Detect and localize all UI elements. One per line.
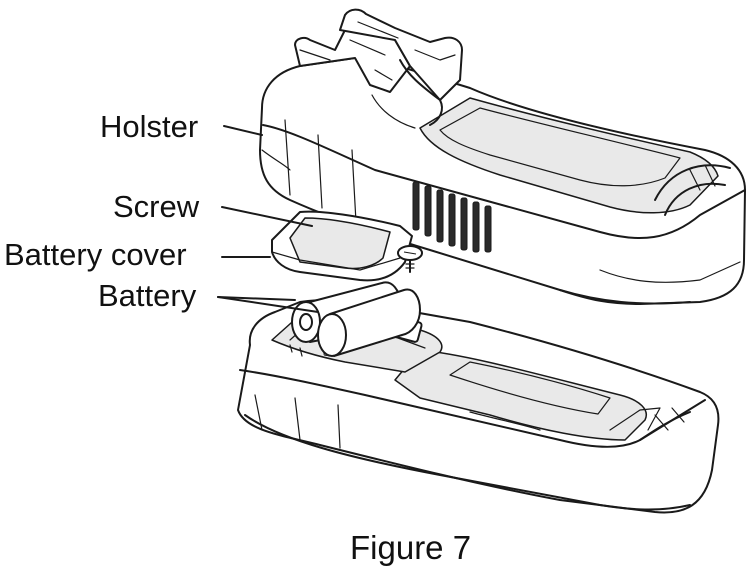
label-screw: Screw [113,189,200,224]
label-battery: Battery [98,278,197,313]
figure-caption: Figure 7 [350,529,471,566]
battery-leader-2 [217,296,319,313]
screw-drawing [397,245,423,273]
holster-drawing [259,8,746,305]
leader-lines [217,125,319,313]
screw-leader [221,206,313,227]
holster-leader [223,125,263,136]
label-battery-cover: Battery cover [4,237,187,272]
probe-clips [294,8,463,129]
label-holster: Holster [100,109,198,144]
battery-cover-drawing [271,210,413,282]
battery-leader-1 [217,296,296,301]
holster-grip-ribs [412,181,492,253]
